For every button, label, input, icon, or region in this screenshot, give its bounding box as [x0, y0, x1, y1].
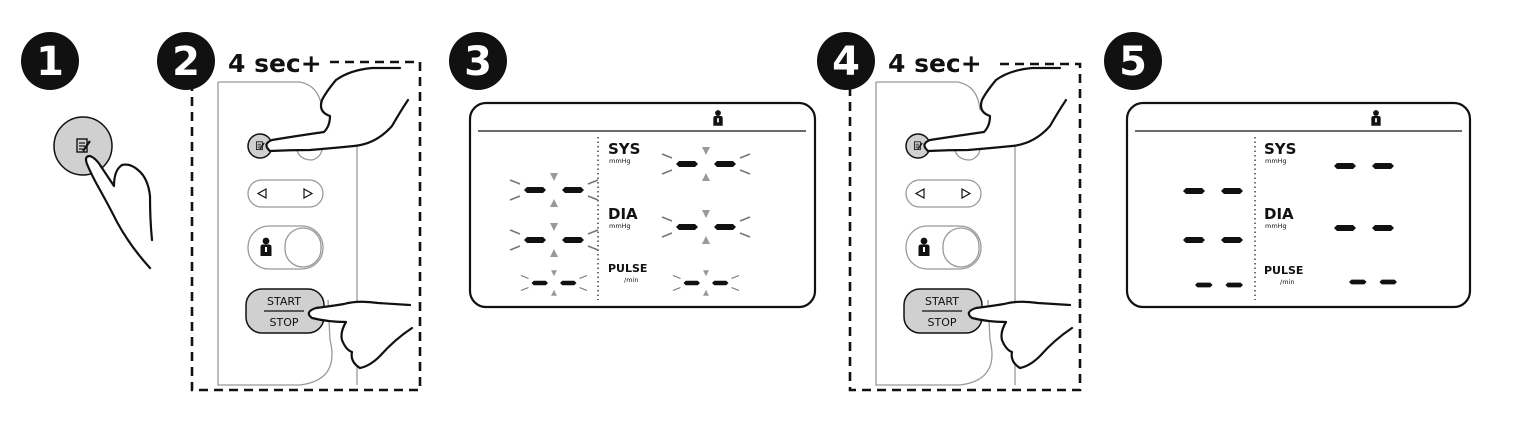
step-1: 1 — [21, 32, 154, 270]
pulse-unit: /min — [1280, 278, 1294, 286]
stop-label: STOP — [270, 316, 299, 329]
dia-label: DIA — [608, 205, 638, 223]
step-number-4: 4 — [832, 39, 860, 85]
sys-unit: mmHg — [609, 157, 631, 165]
step-number-3: 3 — [464, 39, 492, 85]
right-arrow-icon — [961, 187, 972, 200]
left-arrow-icon — [914, 187, 925, 200]
pointing-hand-icon — [265, 66, 410, 153]
hold-duration-label: 4 sec+ — [888, 49, 982, 78]
pointing-hand-icon — [307, 300, 414, 370]
step-number-1: 1 — [36, 39, 64, 85]
step-number-5: 5 — [1119, 39, 1147, 85]
stop-label: STOP — [928, 316, 957, 329]
step-4: 4 4 sec+ START STOP — [817, 32, 1082, 392]
monitor-display — [1125, 101, 1472, 309]
pointing-hand-icon — [84, 154, 154, 270]
dia-unit: mmHg — [609, 222, 631, 230]
pointing-hand-icon — [923, 66, 1068, 153]
dia-unit: mmHg — [1265, 222, 1287, 230]
hold-duration-label: 4 sec+ — [228, 49, 322, 78]
step-3: 3 SYS mmHg DIA mmHg PULSE /min — [449, 32, 817, 309]
start-label: START — [925, 295, 959, 308]
arrow-button[interactable] — [247, 179, 324, 208]
sys-label: SYS — [1264, 140, 1296, 158]
left-arrow-icon — [256, 187, 267, 200]
dia-label: DIA — [1264, 205, 1294, 223]
pointing-hand-icon — [967, 300, 1074, 370]
sys-unit: mmHg — [1265, 157, 1287, 165]
start-label: START — [267, 295, 301, 308]
pulse-label: PULSE — [1264, 264, 1303, 277]
step-2: 2 4 sec+ START STOP — [157, 32, 422, 392]
step-number-2: 2 — [172, 39, 200, 85]
right-arrow-icon — [303, 187, 314, 200]
pulse-label: PULSE — [608, 262, 647, 275]
step-5: 5 SYS mmHg DIA mmHg PULSE /min — [1104, 32, 1472, 309]
arrow-button[interactable] — [905, 179, 982, 208]
sys-label: SYS — [608, 140, 640, 158]
pulse-unit: /min — [624, 276, 638, 284]
